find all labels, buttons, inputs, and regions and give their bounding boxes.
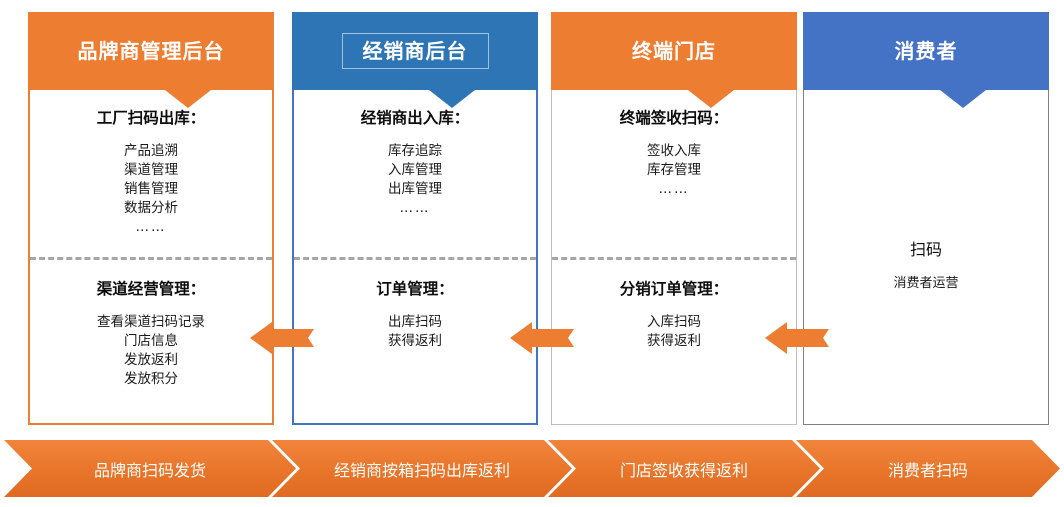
process-columns: 品牌商管理后台 工厂扫码出库： 产品追溯 渠道管理 销售管理 数据分析 …… 渠… (28, 12, 1049, 425)
column-body-consumer: 扫码 消费者运营 (803, 90, 1049, 425)
column-consumer[interactable]: 消费者 扫码 消费者运营 (803, 12, 1049, 425)
column-header-terminal-store: 终端门店 (551, 12, 797, 108)
column-body-distributor-admin: 经销商出入库： 库存追踪 入库管理 出库管理 …… 订单管理： 出库扫码 获得返… (292, 90, 538, 425)
list-item: 签收入库 (647, 143, 701, 159)
section-distribution-order: 分销订单管理： 入库扫码 获得返利 (552, 257, 796, 424)
consumer-operation-label: 消费者运营 (893, 275, 959, 291)
list-item: 库存追踪 (388, 143, 442, 159)
column-header-label: 品牌商管理后台 (77, 39, 225, 63)
list-item: 获得返利 (647, 333, 701, 349)
ribbon-step-label: 消费者扫码 (887, 460, 968, 480)
section-consumer-scan: 扫码 消费者运营 (804, 90, 1048, 424)
column-header-brand-admin: 品牌商管理后台 (28, 12, 274, 108)
section-items: 库存追踪 入库管理 出库管理 …… (388, 142, 442, 218)
section-title: 订单管理： (376, 279, 454, 298)
list-item: 查看渠道扫码记录 (97, 313, 205, 330)
ribbon-step-label: 品牌商扫码发货 (93, 460, 206, 480)
section-title: 经销商出入库： (360, 109, 470, 127)
list-item: 出库管理 (388, 181, 442, 197)
list-item-ellipsis: …… (135, 219, 167, 235)
ribbon-step-2[interactable]: 经销商按箱扫码出库返利 (272, 440, 572, 497)
list-item: 发放返利 (124, 351, 178, 368)
section-title: 终端签收扫码： (619, 109, 729, 127)
section-title: 分销订单管理： (619, 280, 729, 298)
section-terminal-receive-scan: 终端签收扫码： 签收入库 库存管理 …… (552, 90, 796, 257)
list-item: 销售管理 (124, 181, 178, 197)
column-header-label: 终端门店 (632, 39, 716, 63)
column-brand-admin[interactable]: 品牌商管理后台 工厂扫码出库： 产品追溯 渠道管理 销售管理 数据分析 …… 渠… (28, 12, 274, 425)
section-title: 工厂扫码出库： (96, 109, 206, 127)
ribbon-step-4[interactable]: 消费者扫码 (796, 440, 1060, 497)
process-flow-ribbon: 品牌商扫码发货 经销商按箱扫码出库返利 门店签收获得返利 消费者扫码 (0, 436, 1064, 506)
list-item: 渠道管理 (124, 162, 178, 178)
column-header-consumer: 消费者 (803, 12, 1049, 108)
list-item: 入库扫码 (647, 314, 701, 330)
list-item: 门店信息 (124, 332, 178, 349)
section-items: 查看渠道扫码记录 门店信息 发放返利 发放积分 (97, 313, 205, 389)
arrow-distributor-to-brand (250, 318, 314, 358)
arrow-consumer-to-store (765, 318, 829, 358)
arrow-store-to-distributor (510, 318, 574, 358)
column-header-label: 经销商后台 (341, 33, 489, 69)
section-title: 渠道经营管理： (96, 279, 206, 298)
list-item: 产品追溯 (124, 143, 178, 159)
section-distributor-inout: 经销商出入库： 库存追踪 入库管理 出库管理 …… (294, 90, 536, 257)
section-factory-scan-out: 工厂扫码出库： 产品追溯 渠道管理 销售管理 数据分析 …… (30, 90, 272, 257)
section-items: 签收入库 库存管理 …… (647, 142, 701, 199)
column-body-terminal-store: 终端签收扫码： 签收入库 库存管理 …… 分销订单管理： 入库扫码 获得返利 (551, 90, 797, 425)
column-header-distributor-admin: 经销商后台 (292, 12, 538, 108)
ribbon-step-1[interactable]: 品牌商扫码发货 (4, 440, 296, 497)
list-item: 出库扫码 (388, 313, 442, 330)
ribbon-step-label: 门店签收获得返利 (619, 460, 748, 480)
section-channel-operation: 渠道经营管理： 查看渠道扫码记录 门店信息 发放返利 发放积分 (30, 256, 272, 424)
column-header-label: 消费者 (894, 39, 958, 63)
ribbon-step-label: 经销商按箱扫码出库返利 (333, 460, 510, 480)
list-item: 发放积分 (124, 370, 178, 387)
consumer-scan-label: 扫码 (909, 239, 942, 259)
ribbon-step-3[interactable]: 门店签收获得返利 (548, 440, 820, 497)
column-terminal-store[interactable]: 终端门店 终端签收扫码： 签收入库 库存管理 …… 分销订单管理： 入库扫码 获… (551, 12, 797, 425)
column-distributor-admin[interactable]: 经销商后台 经销商出入库： 库存追踪 入库管理 出库管理 …… 订单管理： 出库… (292, 12, 538, 425)
list-item: 数据分析 (124, 200, 178, 216)
section-items: 入库扫码 获得返利 (647, 313, 701, 351)
section-items: 出库扫码 获得返利 (388, 313, 442, 351)
list-item: 库存管理 (647, 162, 701, 178)
column-body-brand-admin: 工厂扫码出库： 产品追溯 渠道管理 销售管理 数据分析 …… 渠道经营管理： 查… (28, 90, 274, 425)
section-items: 产品追溯 渠道管理 销售管理 数据分析 …… (124, 142, 178, 237)
list-item: 获得返利 (388, 332, 442, 349)
consumer-text-block: 扫码 消费者运营 (893, 236, 958, 291)
list-item-ellipsis: …… (399, 200, 431, 216)
list-item: 入库管理 (388, 162, 442, 178)
list-item-ellipsis: …… (658, 181, 690, 197)
section-order-management: 订单管理： 出库扫码 获得返利 (294, 256, 536, 424)
